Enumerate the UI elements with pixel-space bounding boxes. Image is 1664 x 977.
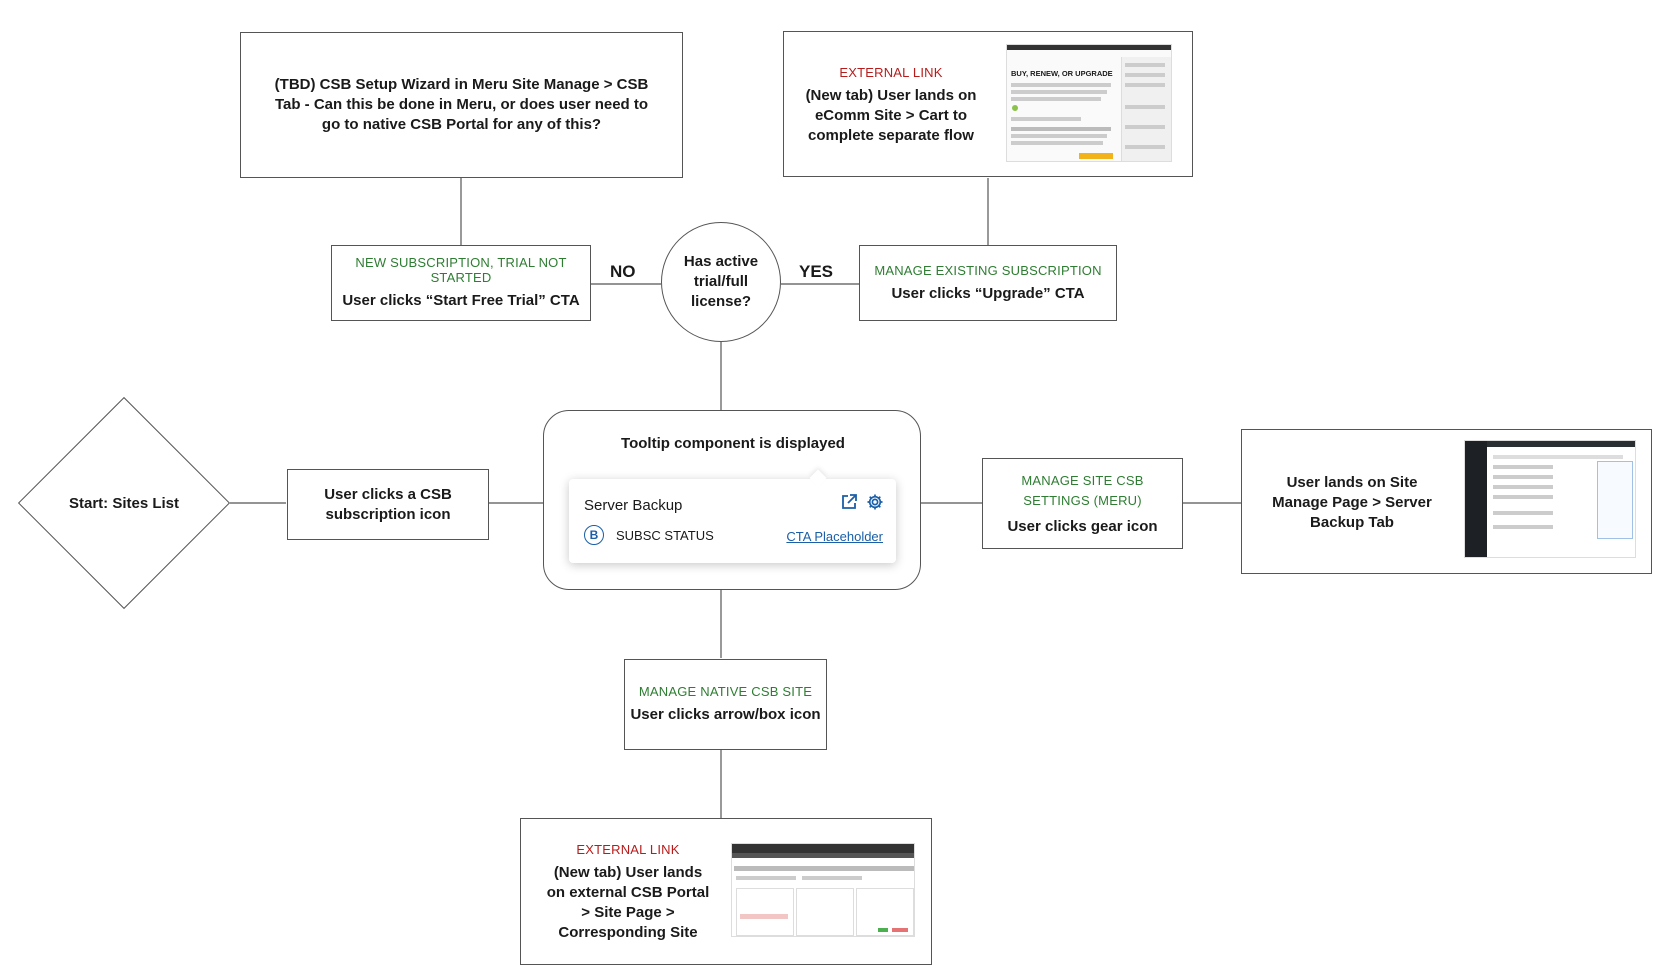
decision-label: Has active trial/full license? — [683, 253, 759, 310]
new-subscription-label: User clicks “Start Free Trial” CTA — [342, 292, 580, 309]
site-manage-node: User lands on Site Manage Page > Server … — [1241, 429, 1652, 574]
new-subscription-tag: NEW SUBSCRIPTION, TRIAL NOT STARTED — [355, 255, 567, 285]
manage-subscription-label: User clicks “Upgrade” CTA — [891, 284, 1085, 302]
subscription-badge-icon: B — [584, 525, 604, 545]
portal-label: (New tab) User lands on external CSB Por… — [546, 864, 710, 941]
setup-wizard-label: (TBD) CSB Setup Wizard in Meru Site Mana… — [274, 76, 649, 133]
ecomm-thumb-heading: BUY, RENEW, OR UPGRADE — [1011, 69, 1113, 78]
start-node: Start: Sites List — [17, 396, 231, 610]
portal-node: EXTERNAL LINK (New tab) User lands on ex… — [520, 818, 932, 965]
site-manage-label: User lands on Site Manage Page > Server … — [1272, 473, 1432, 531]
tooltip-title: Tooltip component is displayed — [621, 435, 845, 452]
decision-node: Has active trial/full license? — [661, 222, 781, 342]
start-label: Start: Sites List — [68, 494, 180, 512]
portal-tag: EXTERNAL LINK — [576, 842, 680, 857]
ecomm-screenshot-thumbnail: BUY, RENEW, OR UPGRADE — [1006, 44, 1172, 162]
tooltip-card: Server Backup B SUBSC STATUS CTA Placeho… — [569, 469, 896, 563]
new-subscription-node: NEW SUBSCRIPTION, TRIAL NOT STARTED User… — [331, 245, 591, 321]
portal-screenshot-thumbnail — [731, 843, 915, 937]
ecomm-label: (New tab) User lands on eComm Site > Car… — [805, 86, 977, 144]
ecomm-node: EXTERNAL LINK (New tab) User lands on eC… — [783, 31, 1193, 177]
cta-placeholder-link[interactable]: CTA Placeholder — [786, 529, 883, 544]
manage-subscription-tag: MANAGE EXISTING SUBSCRIPTION — [874, 262, 1102, 278]
native-site-label: User clicks arrow/box icon — [630, 706, 821, 723]
ecomm-tag: EXTERNAL LINK — [839, 64, 943, 80]
click-icon-node: User clicks a CSB subscription icon — [287, 469, 489, 540]
site-settings-tag: MANAGE SITE CSB SETTINGS (MERU) — [1021, 472, 1144, 508]
click-icon-label: User clicks a CSB subscription icon — [324, 485, 452, 523]
site-settings-label: User clicks gear icon — [1007, 517, 1158, 535]
external-link-icon[interactable] — [840, 493, 858, 511]
card-service-name: Server Backup — [584, 497, 683, 514]
site-manage-screenshot-thumbnail — [1464, 440, 1636, 558]
tooltip-node: Tooltip component is displayed Server Ba… — [543, 410, 921, 590]
edge-no-label: NO — [610, 262, 636, 281]
gear-icon[interactable] — [866, 493, 884, 511]
native-site-node: MANAGE NATIVE CSB SITE User clicks arrow… — [624, 659, 827, 750]
tooltip-arrow — [809, 469, 827, 487]
site-settings-node: MANAGE SITE CSB SETTINGS (MERU) User cli… — [982, 458, 1183, 549]
card-icons — [840, 493, 884, 511]
setup-wizard-node: (TBD) CSB Setup Wizard in Meru Site Mana… — [240, 32, 683, 178]
manage-subscription-node: MANAGE EXISTING SUBSCRIPTION User clicks… — [859, 245, 1117, 321]
card-status: SUBSC STATUS — [616, 528, 714, 543]
native-site-tag: MANAGE NATIVE CSB SITE — [638, 684, 813, 699]
edge-yes-label: YES — [799, 262, 834, 281]
